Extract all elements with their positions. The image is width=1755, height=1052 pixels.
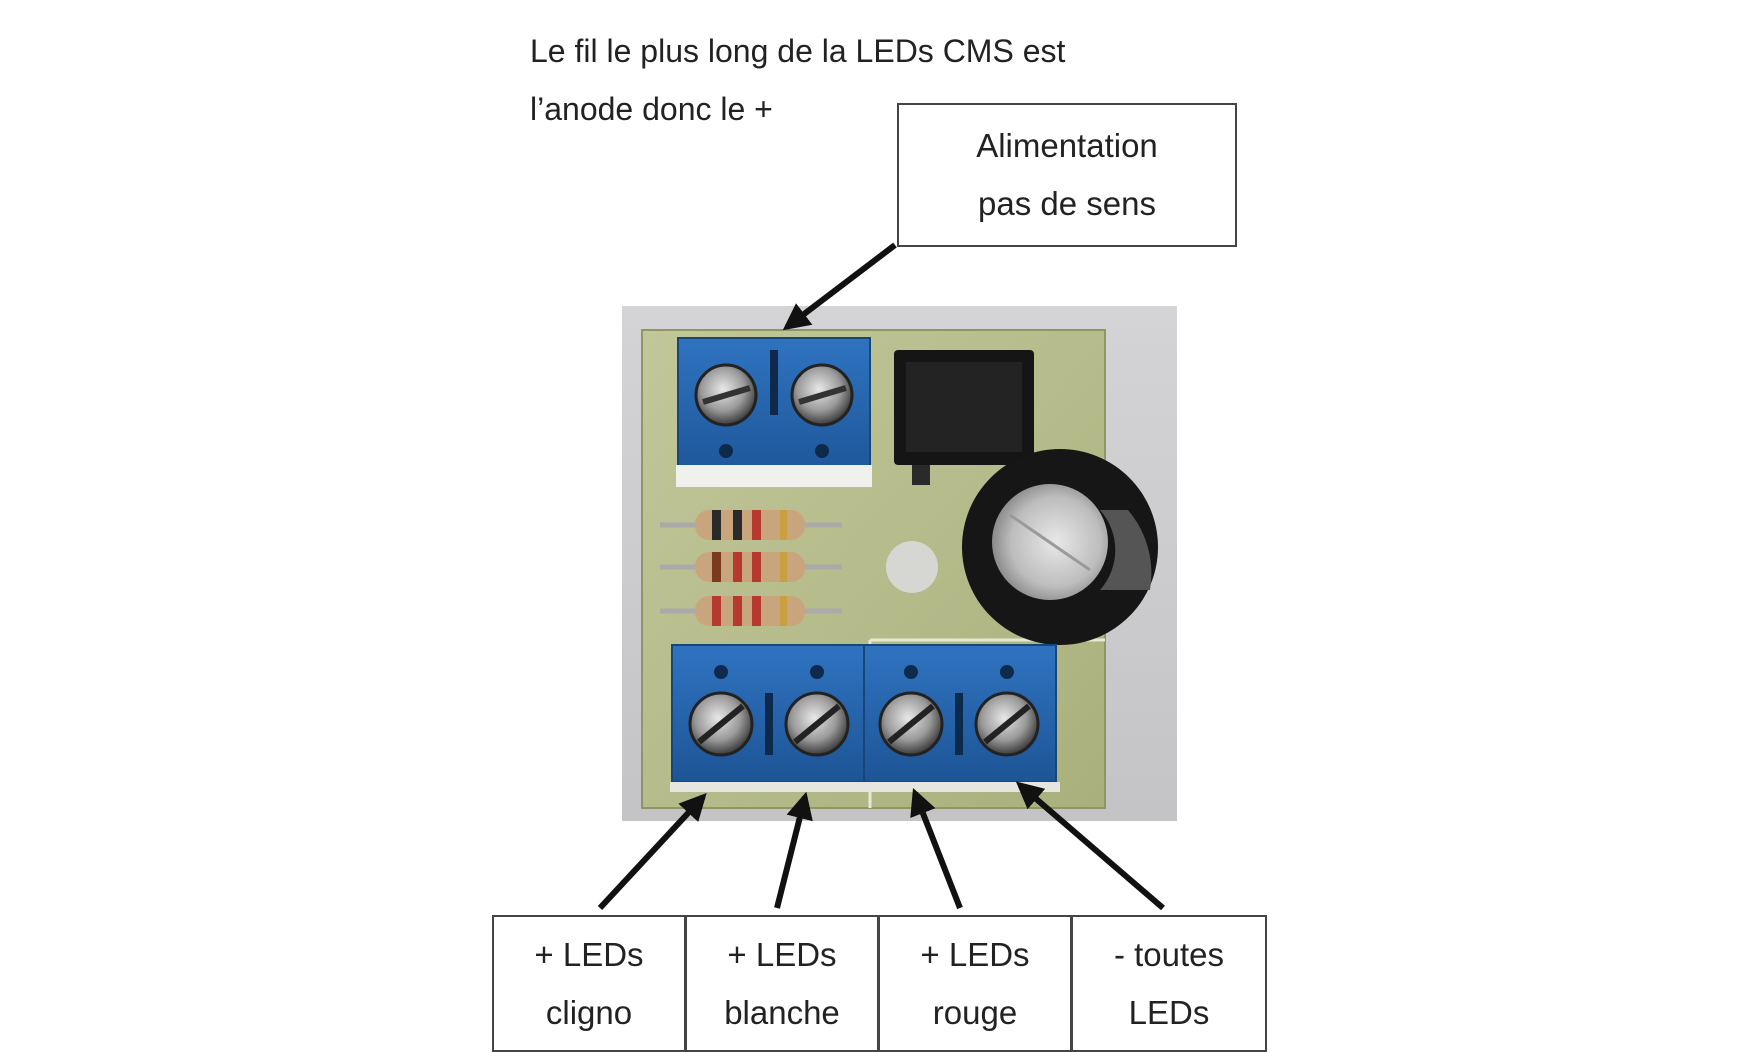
- terminal-label-moins: - toutes LEDs: [1071, 915, 1267, 1052]
- terminal-label-line-1: - toutes: [1113, 935, 1225, 973]
- bridge-rectifier: [894, 350, 1034, 485]
- arrow-cligno: [597, 793, 707, 911]
- mounting-hole: [886, 541, 938, 593]
- terminal-label-line-2: blanche: [724, 993, 840, 1031]
- terminal-label-cligno: + LEDs cligno: [492, 915, 686, 1052]
- terminal-label-line-2: cligno: [545, 993, 633, 1031]
- terminal-label-line-1: + LEDs: [727, 935, 837, 973]
- power-label-box: Alimentation pas de sens: [897, 103, 1237, 247]
- note-line-2: l’anode donc le +: [530, 91, 773, 127]
- arrow-rouge: [910, 787, 963, 910]
- terminal-label-line-1: + LEDs: [534, 935, 644, 973]
- arrow-blanche: [774, 791, 813, 909]
- terminal-label-line-2: rouge: [932, 993, 1018, 1031]
- arrow-power: [782, 242, 897, 331]
- terminal-label-rouge: + LEDs rouge: [878, 915, 1072, 1052]
- note-line-1: Le fil le plus long de la LEDs CMS est: [530, 33, 1066, 69]
- power-label-line-1: Alimentation: [976, 127, 1158, 164]
- capacitor: [962, 449, 1158, 645]
- terminal-label-line-1: + LEDs: [920, 935, 1030, 973]
- power-terminal-block: [676, 337, 872, 487]
- arrow-moins: [1015, 781, 1165, 911]
- note-text: Le fil le plus long de la LEDs CMS est l…: [530, 22, 1065, 138]
- led-terminal-block: [670, 644, 1060, 792]
- resistors: [660, 510, 842, 626]
- terminal-label-line-2: LEDs: [1128, 993, 1210, 1031]
- terminal-label-blanche: + LEDs blanche: [685, 915, 879, 1052]
- power-label-line-2: pas de sens: [978, 185, 1156, 222]
